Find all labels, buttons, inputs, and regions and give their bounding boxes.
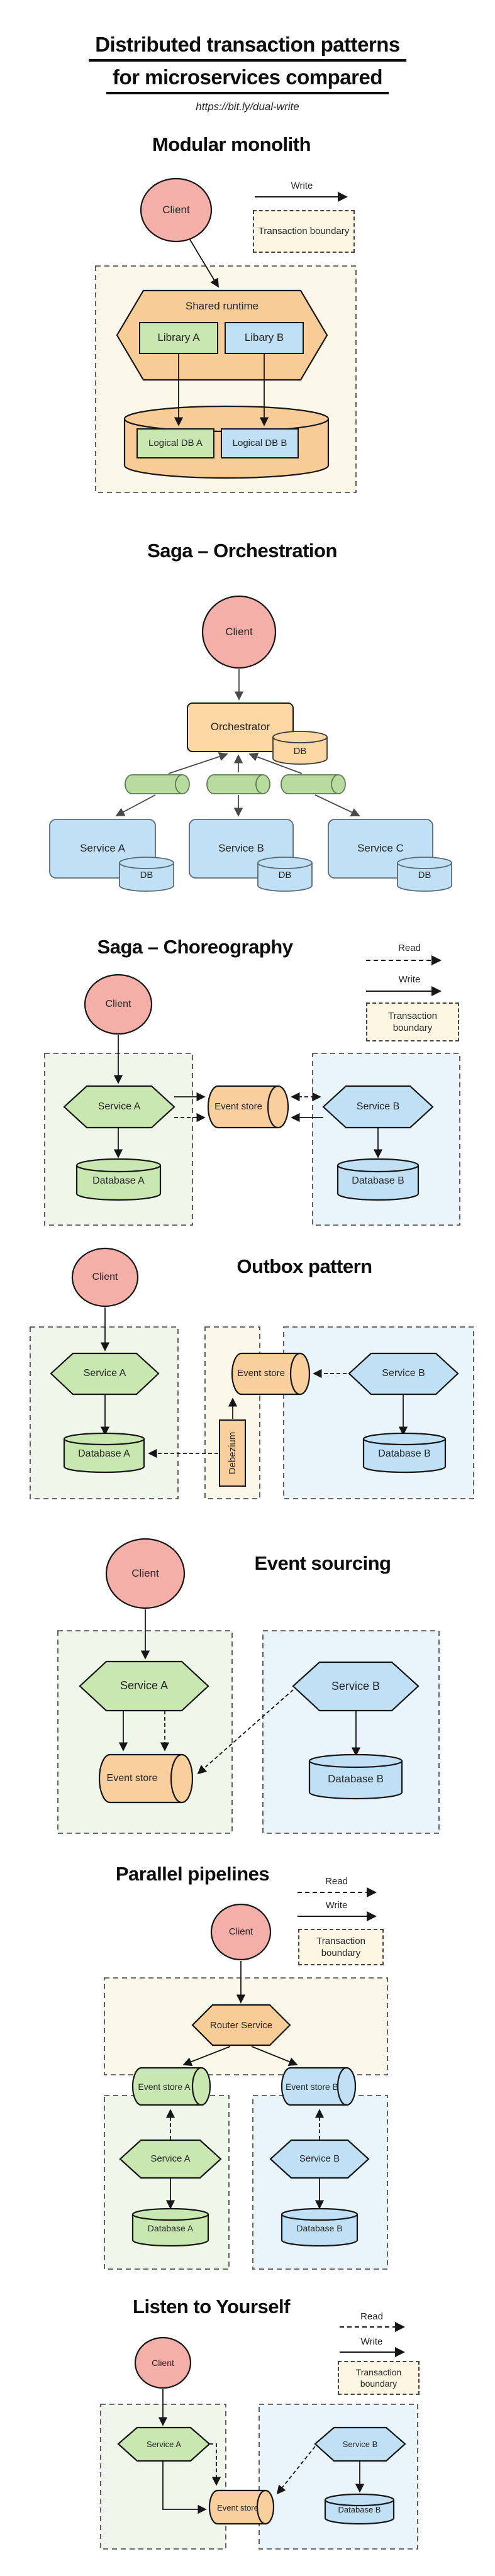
database-b-cylinder (324, 2500, 395, 2525)
library-b-box (225, 322, 304, 354)
event-store-b-cylinder (281, 2067, 347, 2106)
heading-event-sourcing: Event sourcing (254, 1552, 391, 1574)
heading-outbox-pattern: Outbox pattern (236, 1255, 372, 1277)
router-to-store-a-arrow (182, 2046, 231, 2067)
heading-modular-monolith: Modular monolith (152, 133, 311, 155)
listen-to-yourself-diagram (100, 2322, 418, 2550)
transaction-boundary-b (262, 1630, 440, 1834)
orchestrator-db-cylinder-top (272, 731, 328, 743)
database-a-cylinder (131, 2214, 209, 2247)
router-service-hexagon (191, 2004, 291, 2046)
parallel-pipelines-diagram (104, 1887, 388, 2270)
database-a-cylinder-top (75, 1158, 162, 1173)
shared-runtime-hexagon (116, 289, 328, 381)
client-node (201, 595, 277, 669)
database-b-cylinder-top (336, 1158, 420, 1173)
event-store-b-cylinder-cap (336, 2067, 357, 2106)
database-b-cylinder (362, 1439, 447, 1474)
orchestrator-box (187, 702, 294, 752)
service-b-hexagon (292, 1661, 420, 1712)
monolith-database-cylinder-top (123, 405, 330, 433)
transaction-boundary-legend: Transaction boundary (253, 210, 355, 253)
client-node (71, 1247, 139, 1307)
outbox-pattern-diagram (30, 1247, 474, 1499)
event-store-cylinder (208, 2489, 265, 2525)
service-a-hexagon (50, 1352, 160, 1396)
modular-monolith-diagram (95, 177, 357, 493)
title-url: https://bit.ly/dual-write (196, 101, 299, 113)
logical-db-b-box (221, 428, 299, 458)
event-store-cylinder-cap (289, 1352, 311, 1396)
event-store-cylinder (207, 1085, 278, 1129)
service-b-read-arrow (276, 2446, 316, 2495)
database-a-cylinder-top (63, 1432, 145, 1446)
database-a-cylinder (63, 1439, 145, 1474)
database-b-cylinder (281, 2214, 359, 2247)
client-node (84, 974, 153, 1035)
transaction-boundary-legend: Transaction boundary (298, 1929, 384, 1965)
event-store-cylinder-cap (267, 1085, 289, 1129)
library-a-box (139, 322, 218, 354)
event-store-cylinder (231, 1352, 300, 1396)
database-a-cylinder-top (131, 2207, 209, 2221)
queue-arrows (115, 752, 360, 817)
service-b-hexagon (269, 2139, 370, 2179)
database-b-cylinder (308, 1761, 403, 1800)
service-b-read-arrow (197, 1689, 294, 1775)
service-a-hexagon (119, 2139, 222, 2179)
event-arrows (113, 1092, 383, 1158)
service-a-hexagon (117, 2426, 211, 2462)
service-a-hexagon (79, 1660, 209, 1712)
service-b-hexagon (314, 2426, 406, 2462)
router-to-store-b-arrow (251, 2046, 298, 2066)
service-db-cylinders (119, 857, 452, 892)
database-b-cylinder-top (324, 2493, 395, 2507)
event-store-a-cylinder-cap (191, 2067, 211, 2106)
outbox-arrows (100, 1368, 408, 1458)
event-store-cylinder (98, 1753, 182, 1804)
service-b-hexagon (322, 1085, 434, 1129)
heading-saga-orchestration: Saga – Orchestration (147, 540, 337, 562)
service-b-hexagon (348, 1352, 459, 1396)
orchestrator-db-cylinder (272, 737, 328, 765)
database-b-cylinder-top (308, 1753, 403, 1768)
heading-parallel-pipelines: Parallel pipelines (115, 1863, 270, 1885)
database-a-cylinder (75, 1165, 162, 1201)
debezium-box (219, 1419, 246, 1487)
client-node (140, 177, 213, 243)
transaction-boundary-legend: Transaction boundary (338, 2361, 420, 2395)
event-store-cylinder-cap (170, 1753, 194, 1804)
client-node (105, 1538, 186, 1609)
title-line-2: for microservices compared (106, 65, 389, 94)
database-b-cylinder (336, 1165, 420, 1201)
service-a-hexagon (63, 1085, 175, 1129)
event-sourcing-diagram (57, 1538, 440, 1834)
title-line-1: Distributed transaction patterns (89, 33, 406, 62)
service-a-read-arrow (209, 2443, 221, 2486)
logical-db-a-box (136, 428, 214, 458)
poster-title: Distributed transaction patterns for mic… (0, 33, 495, 113)
client-node (134, 2336, 192, 2389)
heading-saga-choreography: Saga – Choreography (97, 936, 293, 958)
saga-choreography-diagram (44, 955, 460, 1226)
database-b-cylinder-top (281, 2207, 359, 2221)
client-node (210, 1903, 272, 1961)
message-queues (125, 774, 346, 794)
client-to-runtime-arrow (189, 239, 219, 288)
service-a-write-arrow (162, 2461, 207, 2514)
event-store-a-cylinder (131, 2067, 201, 2106)
event-store-cylinder-cap (256, 2489, 275, 2525)
transaction-boundary-b (259, 2404, 418, 2550)
heading-listen-to-yourself: Listen to Yourself (133, 2296, 290, 2318)
saga-orchestration-diagram (49, 595, 452, 892)
transaction-boundary-legend: Transaction boundary (366, 1002, 459, 1041)
database-b-cylinder-top (362, 1432, 447, 1446)
